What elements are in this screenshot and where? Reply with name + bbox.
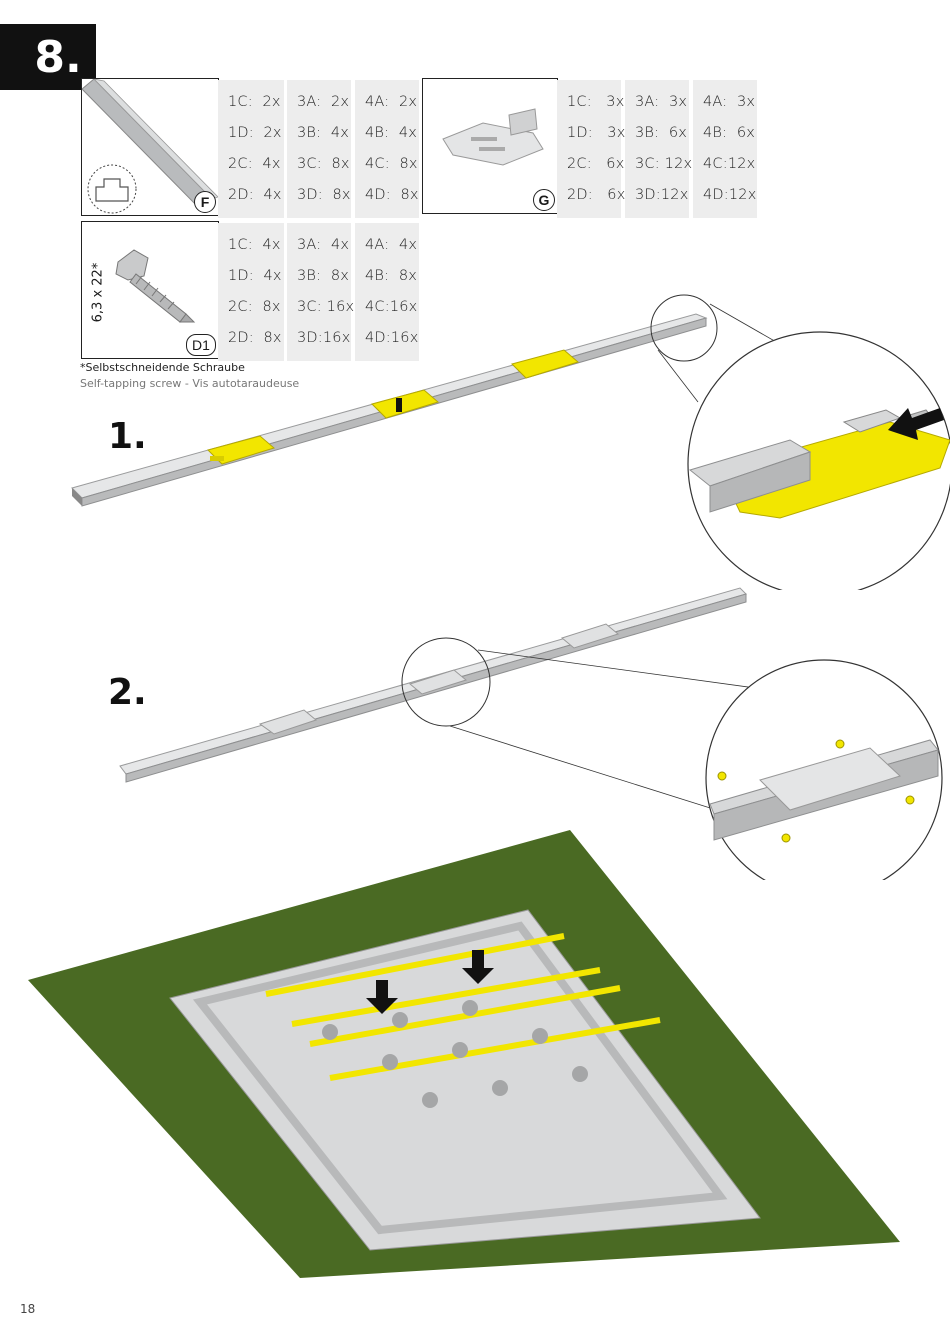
- qty-cell: 4A: 4x: [365, 236, 418, 253]
- qty-cell: 1D: 3x: [567, 124, 626, 141]
- qty-cell: 4B: 6x: [703, 124, 756, 141]
- qty-cell: 3A: 2x: [297, 93, 350, 110]
- rail-profile-illustration: [82, 79, 218, 214]
- qty-cell: 3B: 4x: [297, 124, 350, 141]
- qty-cell: 3D: 8x: [297, 186, 351, 203]
- qty-cell: 3D:16x: [297, 329, 351, 346]
- qty-cell: 3C: 16x: [297, 298, 355, 315]
- connector-plate-illustration: [442, 108, 544, 166]
- qty-cell: 4C:16x: [365, 298, 418, 315]
- substep-2-rail-illustration: [119, 587, 943, 880]
- qty-cell: 3B: 6x: [635, 124, 688, 141]
- step-badge: 8.: [0, 24, 96, 90]
- part-g-image: G: [422, 78, 558, 214]
- frame-on-grass-illustration: [28, 830, 900, 1278]
- caption-english-french: Self-tapping screw - Vis autotaraudeuse: [80, 377, 300, 390]
- qty-cell: 3A: 3x: [635, 93, 688, 110]
- part-g-qty-col-2: 3A: 3x 3B: 6x 3C: 12x 3D:12x: [625, 80, 693, 218]
- qty-cell: 3C: 12x: [635, 155, 693, 172]
- part-g-qty-col-1: 1C: 3x 1D: 3x 2C: 6x 2D: 6x: [557, 80, 626, 218]
- qty-cell: 1C: 2x: [228, 93, 281, 110]
- part-f-qty-col-2: 3A: 2x 3B: 4x 3C: 8x 3D: 8x: [287, 80, 351, 218]
- qty-cell: 2D: 8x: [228, 329, 282, 346]
- qty-cell: 1C: 3x: [567, 93, 625, 110]
- substep-2-label: 2.: [108, 672, 147, 713]
- caption-german: *Selbstschneidende Schraube: [80, 361, 245, 374]
- qty-cell: 4C:12x: [703, 155, 756, 172]
- qty-cell: 4D:12x: [703, 186, 757, 203]
- qty-cell: 3A: 4x: [297, 236, 350, 253]
- qty-cell: 3D:12x: [635, 186, 689, 203]
- qty-cell: 2C: 6x: [567, 155, 625, 172]
- page-number: 18: [20, 1302, 36, 1316]
- qty-cell: 2C: 4x: [228, 155, 281, 172]
- qty-cell: 4B: 4x: [365, 124, 418, 141]
- part-f-qty-col-3: 4A: 2x 4B: 4x 4C: 8x 4D: 8x: [355, 80, 419, 218]
- part-letter-f: F: [194, 191, 216, 213]
- part-d1-qty-col-1: 1C: 4x 1D: 4x 2C: 8x 2D: 8x: [218, 223, 284, 361]
- substep-1-label: 1.: [108, 416, 147, 457]
- qty-cell: 4C: 8x: [365, 155, 418, 172]
- qty-cell: 4A: 2x: [365, 93, 418, 110]
- qty-cell: 3C: 8x: [297, 155, 350, 172]
- qty-cell: 4B: 8x: [365, 267, 418, 284]
- part-d1-qty-col-2: 3A: 4x 3B: 8x 3C: 16x 3D:16x: [287, 223, 355, 361]
- screw-illustration: [115, 249, 196, 323]
- qty-cell: 2D: 4x: [228, 186, 282, 203]
- qty-cell: 4D:16x: [365, 329, 419, 346]
- part-f-qty-col-1: 1C: 2x 1D: 2x 2C: 4x 2D: 4x: [218, 80, 284, 218]
- connector-plate-yellow: [371, 389, 440, 419]
- qty-cell: 1C: 4x: [228, 236, 281, 253]
- qty-cell: 2C: 8x: [228, 298, 281, 315]
- qty-cell: 4D: 8x: [365, 186, 419, 203]
- connector-plate-yellow: [511, 349, 580, 379]
- part-f-image: F: [81, 78, 219, 216]
- qty-cell: 2D: 6x: [567, 186, 626, 203]
- qty-cell: 1D: 4x: [228, 267, 282, 284]
- part-d1-qty-col-3: 4A: 4x 4B: 8x 4C:16x 4D:16x: [355, 223, 419, 361]
- qty-cell: 4A: 3x: [703, 93, 756, 110]
- qty-cell: 3B: 8x: [297, 267, 350, 284]
- connector-plate-yellow: [207, 435, 276, 465]
- part-letter-g: G: [533, 189, 555, 211]
- qty-cell: 1D: 2x: [228, 124, 282, 141]
- part-g-qty-col-3: 4A: 3x 4B: 6x 4C:12x 4D:12x: [693, 80, 757, 218]
- part-letter-d1: D1: [186, 334, 216, 356]
- substep-1-rail-illustration: [71, 294, 950, 590]
